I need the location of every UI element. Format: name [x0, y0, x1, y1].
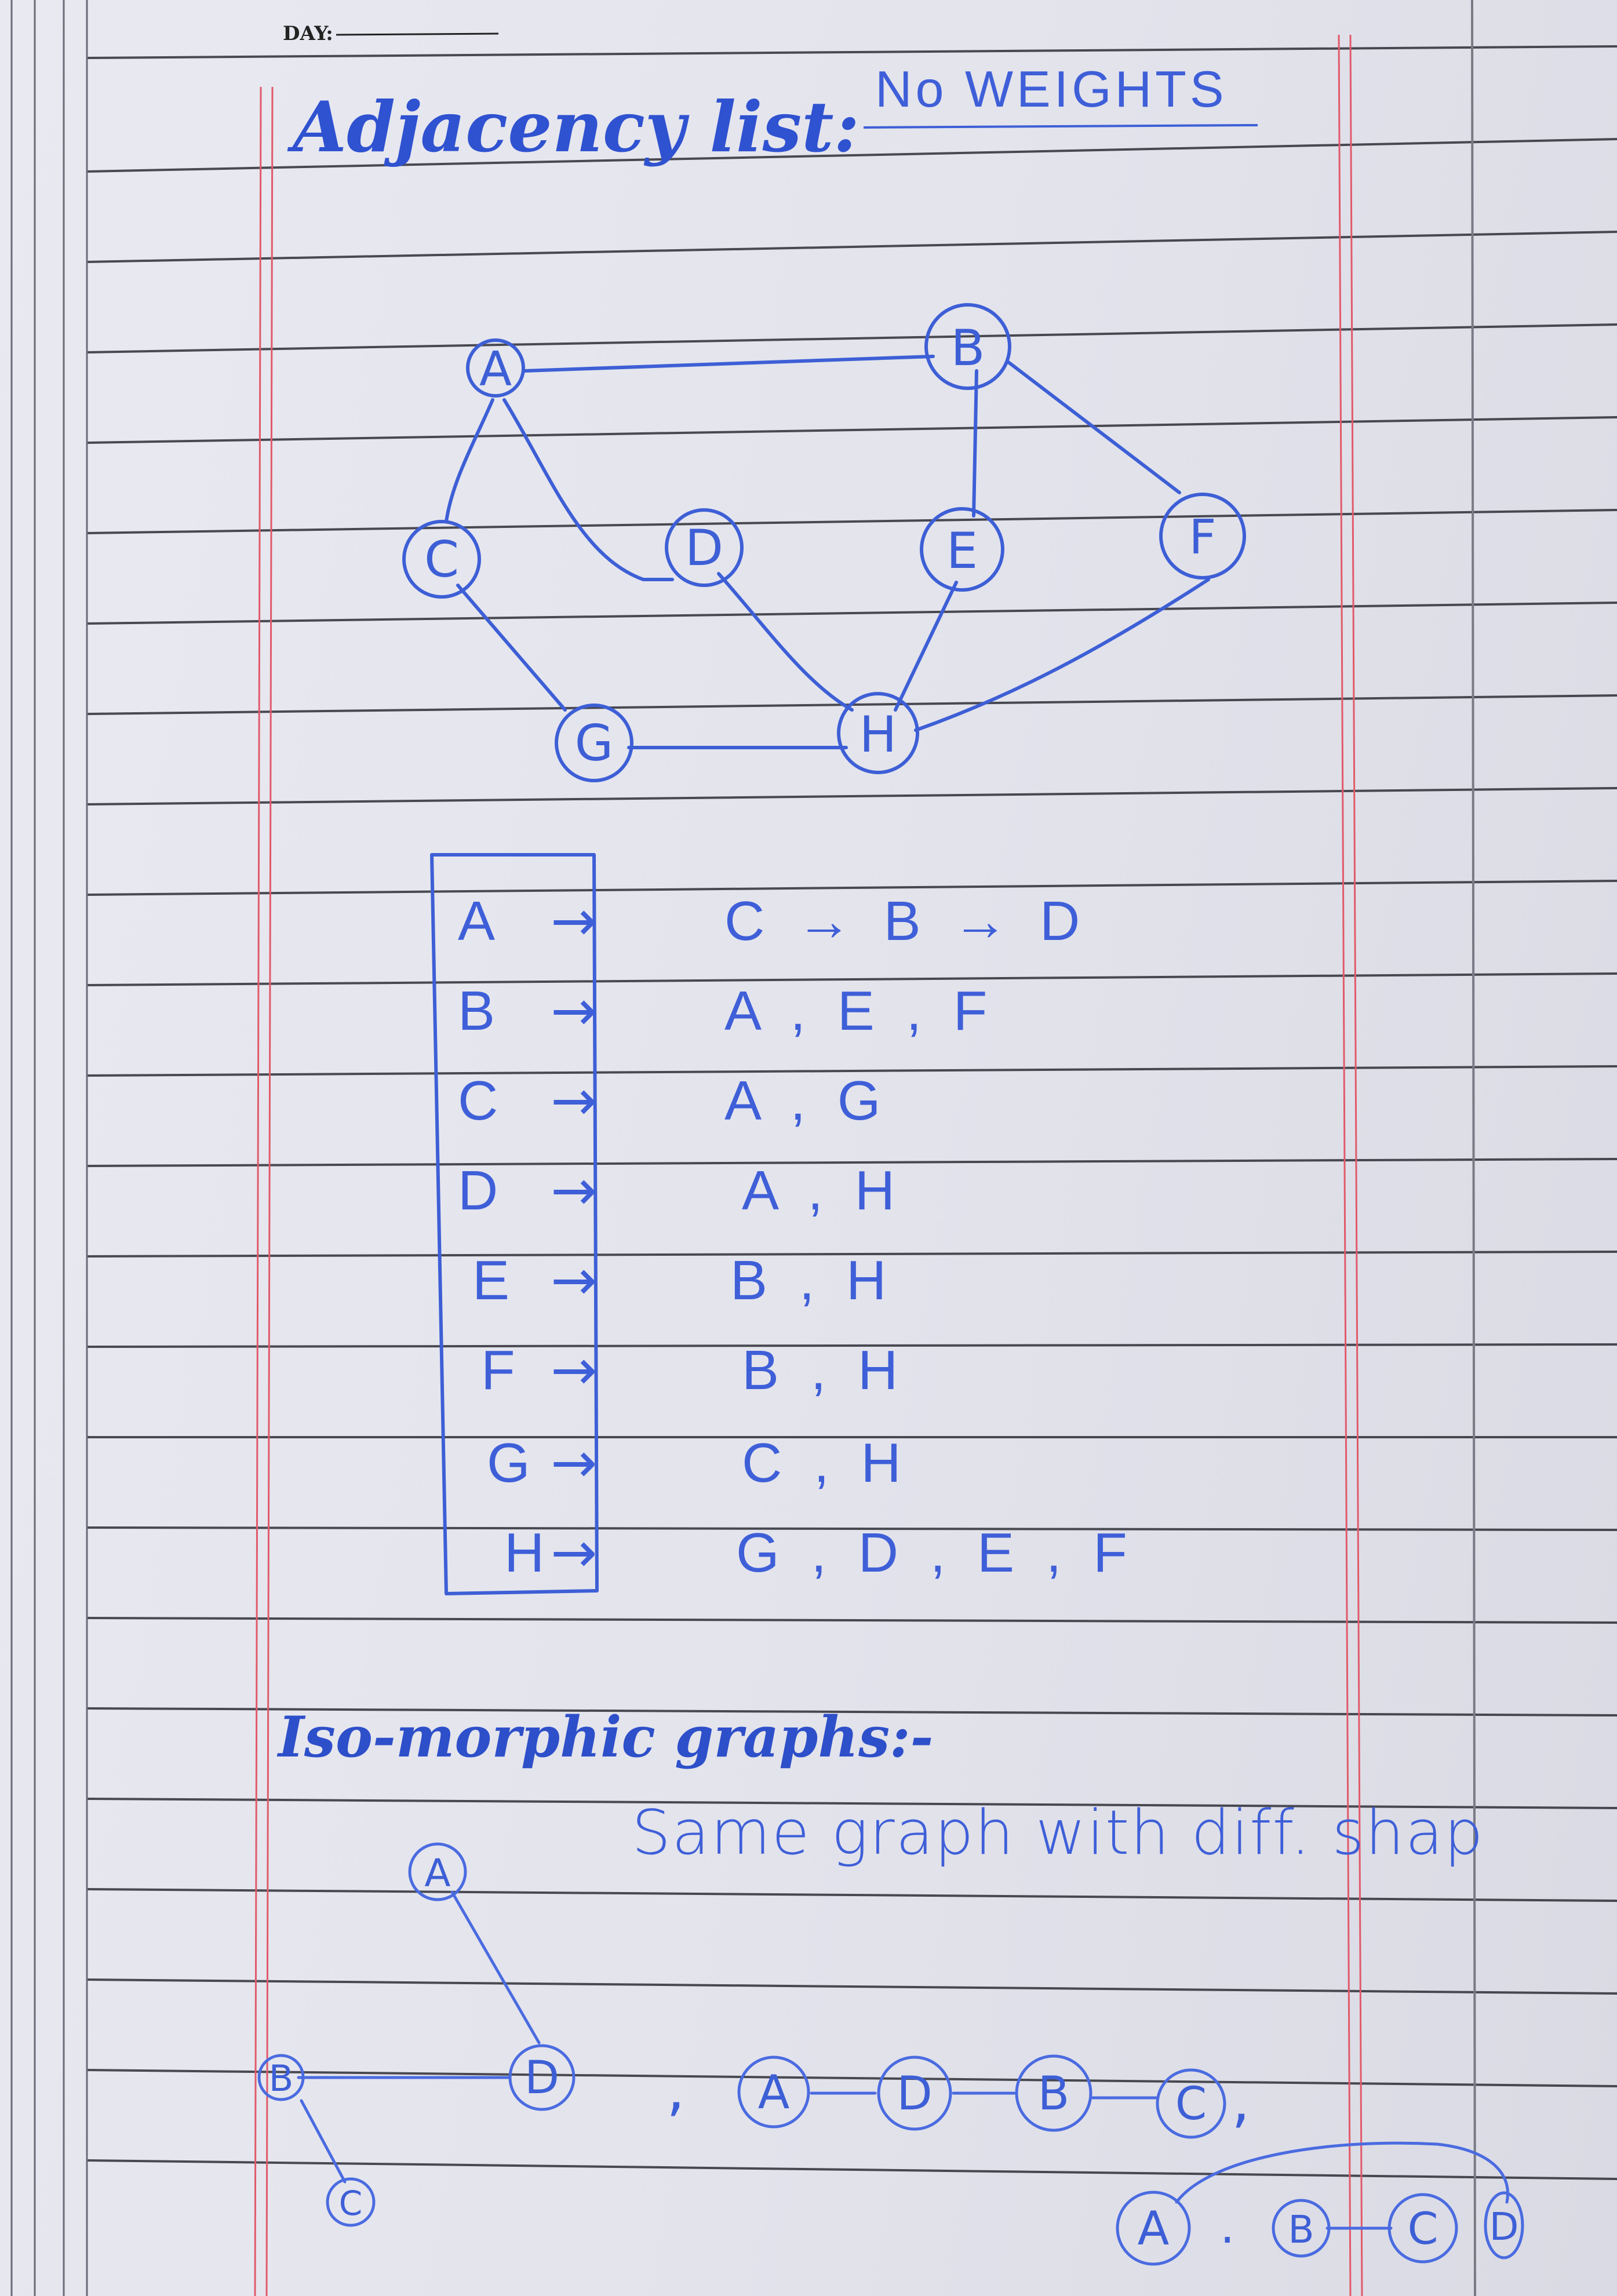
adjacency-neighbors: B , H [742, 1339, 906, 1401]
iso1-node-b: B [257, 2054, 305, 2101]
iso3-node-b: B [1272, 2199, 1331, 2258]
iso-separator-2: , [1232, 2067, 1250, 2135]
adjacency-vertex: G [487, 1432, 530, 1494]
arrow-icon: → [551, 1248, 598, 1313]
iso1-node-a-label: A [424, 1851, 450, 1896]
iso1-node-b-label: B [269, 2057, 294, 2100]
adjacency-neighbors: G , D , E , F [736, 1522, 1135, 1584]
edge-a-c [445, 398, 494, 523]
edge-a-b [523, 355, 935, 373]
graph-node-d: D [665, 508, 744, 587]
iso2-node-c-label: C [1175, 2078, 1207, 2130]
edge-b-f [1007, 360, 1181, 494]
iso2-node-a-label: A [758, 2065, 790, 2119]
graph-node-c-label: C [424, 531, 459, 589]
edge-b-e [972, 369, 978, 517]
iso3-node-c: C [1387, 2193, 1458, 2264]
adjacency-neighbors: C → B → D [724, 890, 1088, 952]
iso3-node-d: D [1484, 2191, 1524, 2259]
iso-graph-3: A . B C D [1116, 2141, 1524, 2266]
adjacency-neighbors: B , H [730, 1249, 895, 1311]
adjacency-neighbors: A , G [724, 1070, 889, 1132]
iso2-node-d: D [877, 2056, 952, 2131]
graph-node-e-label: E [946, 522, 978, 580]
graph-node-b-label: B [951, 319, 985, 377]
arrow-icon: → [551, 978, 598, 1043]
graph-node-h-label: H [860, 706, 897, 764]
adjacency-vertex: A [458, 890, 496, 952]
iso-separator-1: , [667, 2056, 685, 2123]
graph-node-d-label: D [685, 519, 723, 577]
adjacency-neighbors: A , H [742, 1160, 904, 1222]
adjacency-row: F → B , H [440, 1333, 1252, 1402]
adjacency-vertex: H [504, 1522, 545, 1584]
iso1-node-c-label: C [339, 2184, 363, 2223]
graph-node-f-label: F [1189, 510, 1216, 565]
arrow-icon: → [551, 1158, 598, 1223]
iso-graph-2: A D B C [737, 2054, 1226, 2139]
iso2-node-d-label: D [897, 2067, 933, 2120]
graph-node-a-label: A [479, 342, 512, 397]
arrow-icon: → [551, 1520, 598, 1585]
iso1-node-d: D [508, 2044, 576, 2111]
adjacency-row: D → A , H [440, 1153, 1252, 1223]
adjacency-neighbors: A , E , F [724, 980, 996, 1042]
adjacency-vertex-box [430, 853, 599, 1595]
arrow-icon: → [551, 1430, 598, 1495]
iso3-node-c-label: C [1407, 2203, 1438, 2254]
iso3-dot: . [1220, 2200, 1234, 2254]
day-label: DAY: [283, 22, 333, 45]
edge-a-d [502, 398, 674, 581]
graph-node-a: A [466, 338, 525, 398]
adjacency-vertex: D [458, 1160, 498, 1222]
isomorphic-description: Same graph with diff. shap [632, 1797, 1484, 1868]
iso2-node-c: C [1156, 2068, 1226, 2139]
iso2-node-b: B [1015, 2054, 1092, 2132]
edge-d-h [717, 572, 854, 712]
adjacency-vertex: B [458, 980, 496, 1042]
arrow-icon: → [551, 1068, 598, 1133]
iso3-node-a-label: A [1138, 2202, 1170, 2255]
graph-node-g: G [555, 704, 633, 782]
edge-e-h [894, 581, 958, 712]
graph-node-f: F [1159, 493, 1246, 580]
adjacency-neighbors: C , H [742, 1432, 909, 1494]
adjacency-row: G → C , H [440, 1426, 1252, 1495]
arrow-icon: → [551, 888, 598, 953]
page-title-qualifier: No WEIGHTS [875, 60, 1228, 118]
adjacency-row: C → A , G [440, 1063, 1252, 1133]
iso1-node-d-label: D [525, 2052, 559, 2104]
adjacency-row: B → A , E , F [440, 974, 1252, 1043]
isomorphic-heading: Iso-morphic graphs:- [278, 1704, 934, 1770]
graph-node-h: H [837, 692, 919, 774]
edge-f-h [914, 578, 1210, 732]
graph-node-g-label: G [575, 715, 614, 772]
graph-node-b: B [924, 303, 1011, 390]
iso3-node-a: A [1116, 2191, 1191, 2266]
adjacency-vertex: C [458, 1070, 498, 1132]
adjacency-vertex: F [481, 1339, 515, 1401]
graph-node-e: E [920, 507, 1004, 592]
edge-c-g [456, 584, 567, 712]
page-title: Adjacency list: [293, 86, 860, 168]
graph-edges [445, 355, 1210, 749]
iso3-node-b-label: B [1288, 2207, 1314, 2252]
adjacency-row: H → G , D , E , F [440, 1515, 1252, 1585]
iso1-node-a: A [408, 1842, 467, 1901]
adjacency-row: E → B , H [440, 1243, 1252, 1313]
graph-node-c: C [402, 520, 481, 599]
iso2-node-b-label: B [1038, 2067, 1070, 2120]
iso3-node-d-label: D [1489, 2204, 1519, 2249]
adjacency-row: A → C → B → D [440, 884, 1252, 953]
iso-graph-1: A B C D [257, 1842, 576, 2227]
iso1-node-c: C [326, 2177, 376, 2227]
adjacency-vertex: E [472, 1249, 510, 1311]
iso2-node-a: A [737, 2056, 810, 2129]
arrow-icon: → [551, 1337, 598, 1402]
